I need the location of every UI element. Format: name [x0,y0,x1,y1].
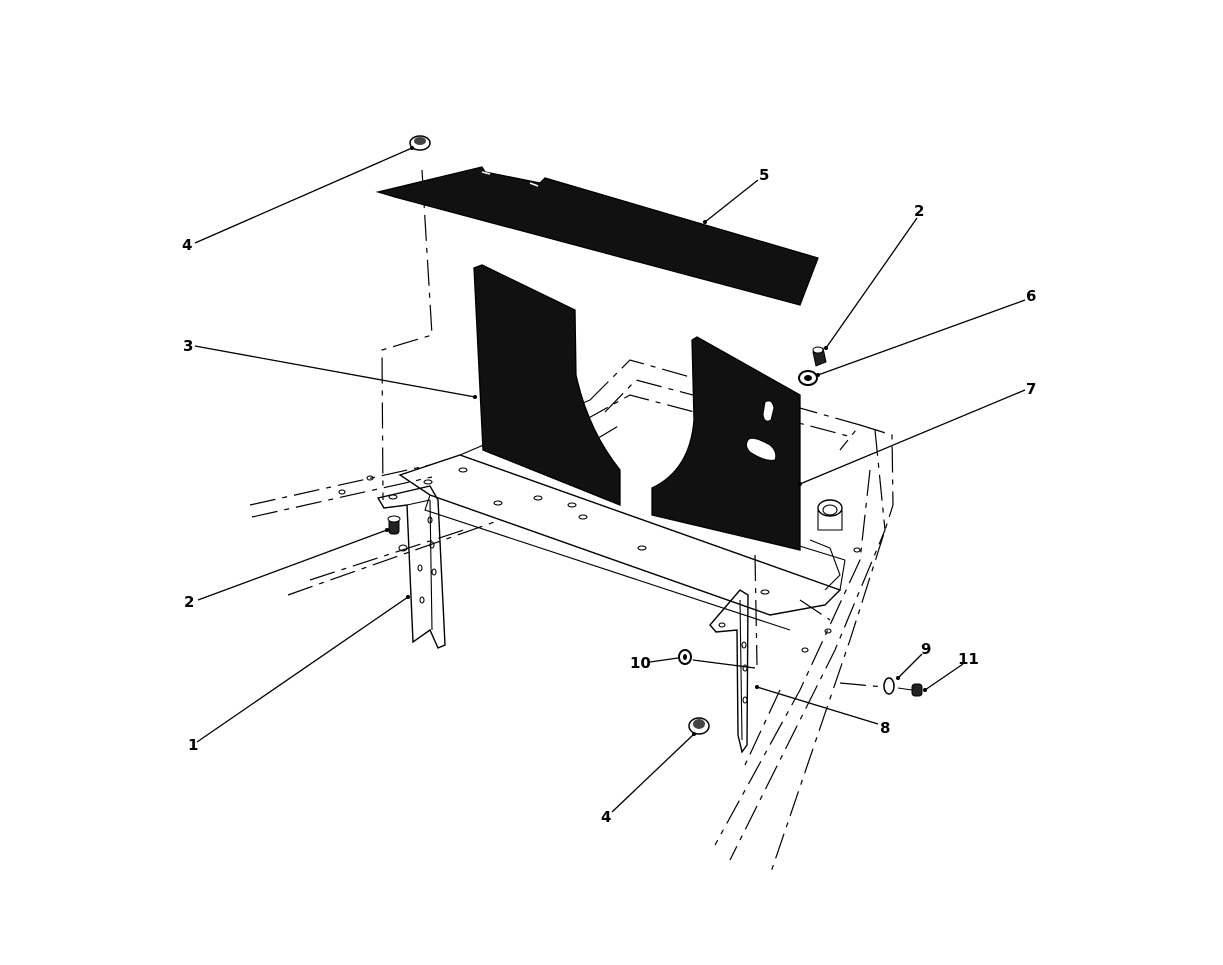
callout-labels: 1 2 2 3 4 4 5 6 7 8 9 10 11 [182,166,1036,826]
screw-11 [839,682,923,697]
callout-6: 6 [1026,287,1036,305]
fastener-4-top [409,135,431,151]
callout-7: 7 [1026,380,1036,398]
right-bracket [709,589,749,754]
callout-9: 9 [921,640,931,658]
right-side-panel [651,336,801,551]
callout-5: 5 [759,166,769,184]
washer-9 [883,677,895,695]
callout-4-top: 4 [182,236,192,254]
callout-8: 8 [880,719,890,737]
filler-neck [809,499,843,591]
callout-1: 1 [188,736,198,754]
callout-2-left: 2 [184,593,194,611]
leader-lines [194,147,1026,813]
callout-2-right: 2 [914,202,924,220]
callout-11: 11 [958,650,979,668]
callout-10: 10 [630,654,651,672]
nut-10 [678,649,692,665]
washer-6 [798,370,818,386]
callout-4-bottom: 4 [601,808,611,826]
top-insulation-panel [375,166,819,306]
left-bracket [376,485,446,649]
leader-dots [385,146,927,736]
left-side-panel [473,264,621,506]
screw-2-left [387,515,408,552]
callout-3: 3 [183,337,193,355]
fastener-4-bottom [688,717,710,735]
screw-2-right [812,346,827,367]
